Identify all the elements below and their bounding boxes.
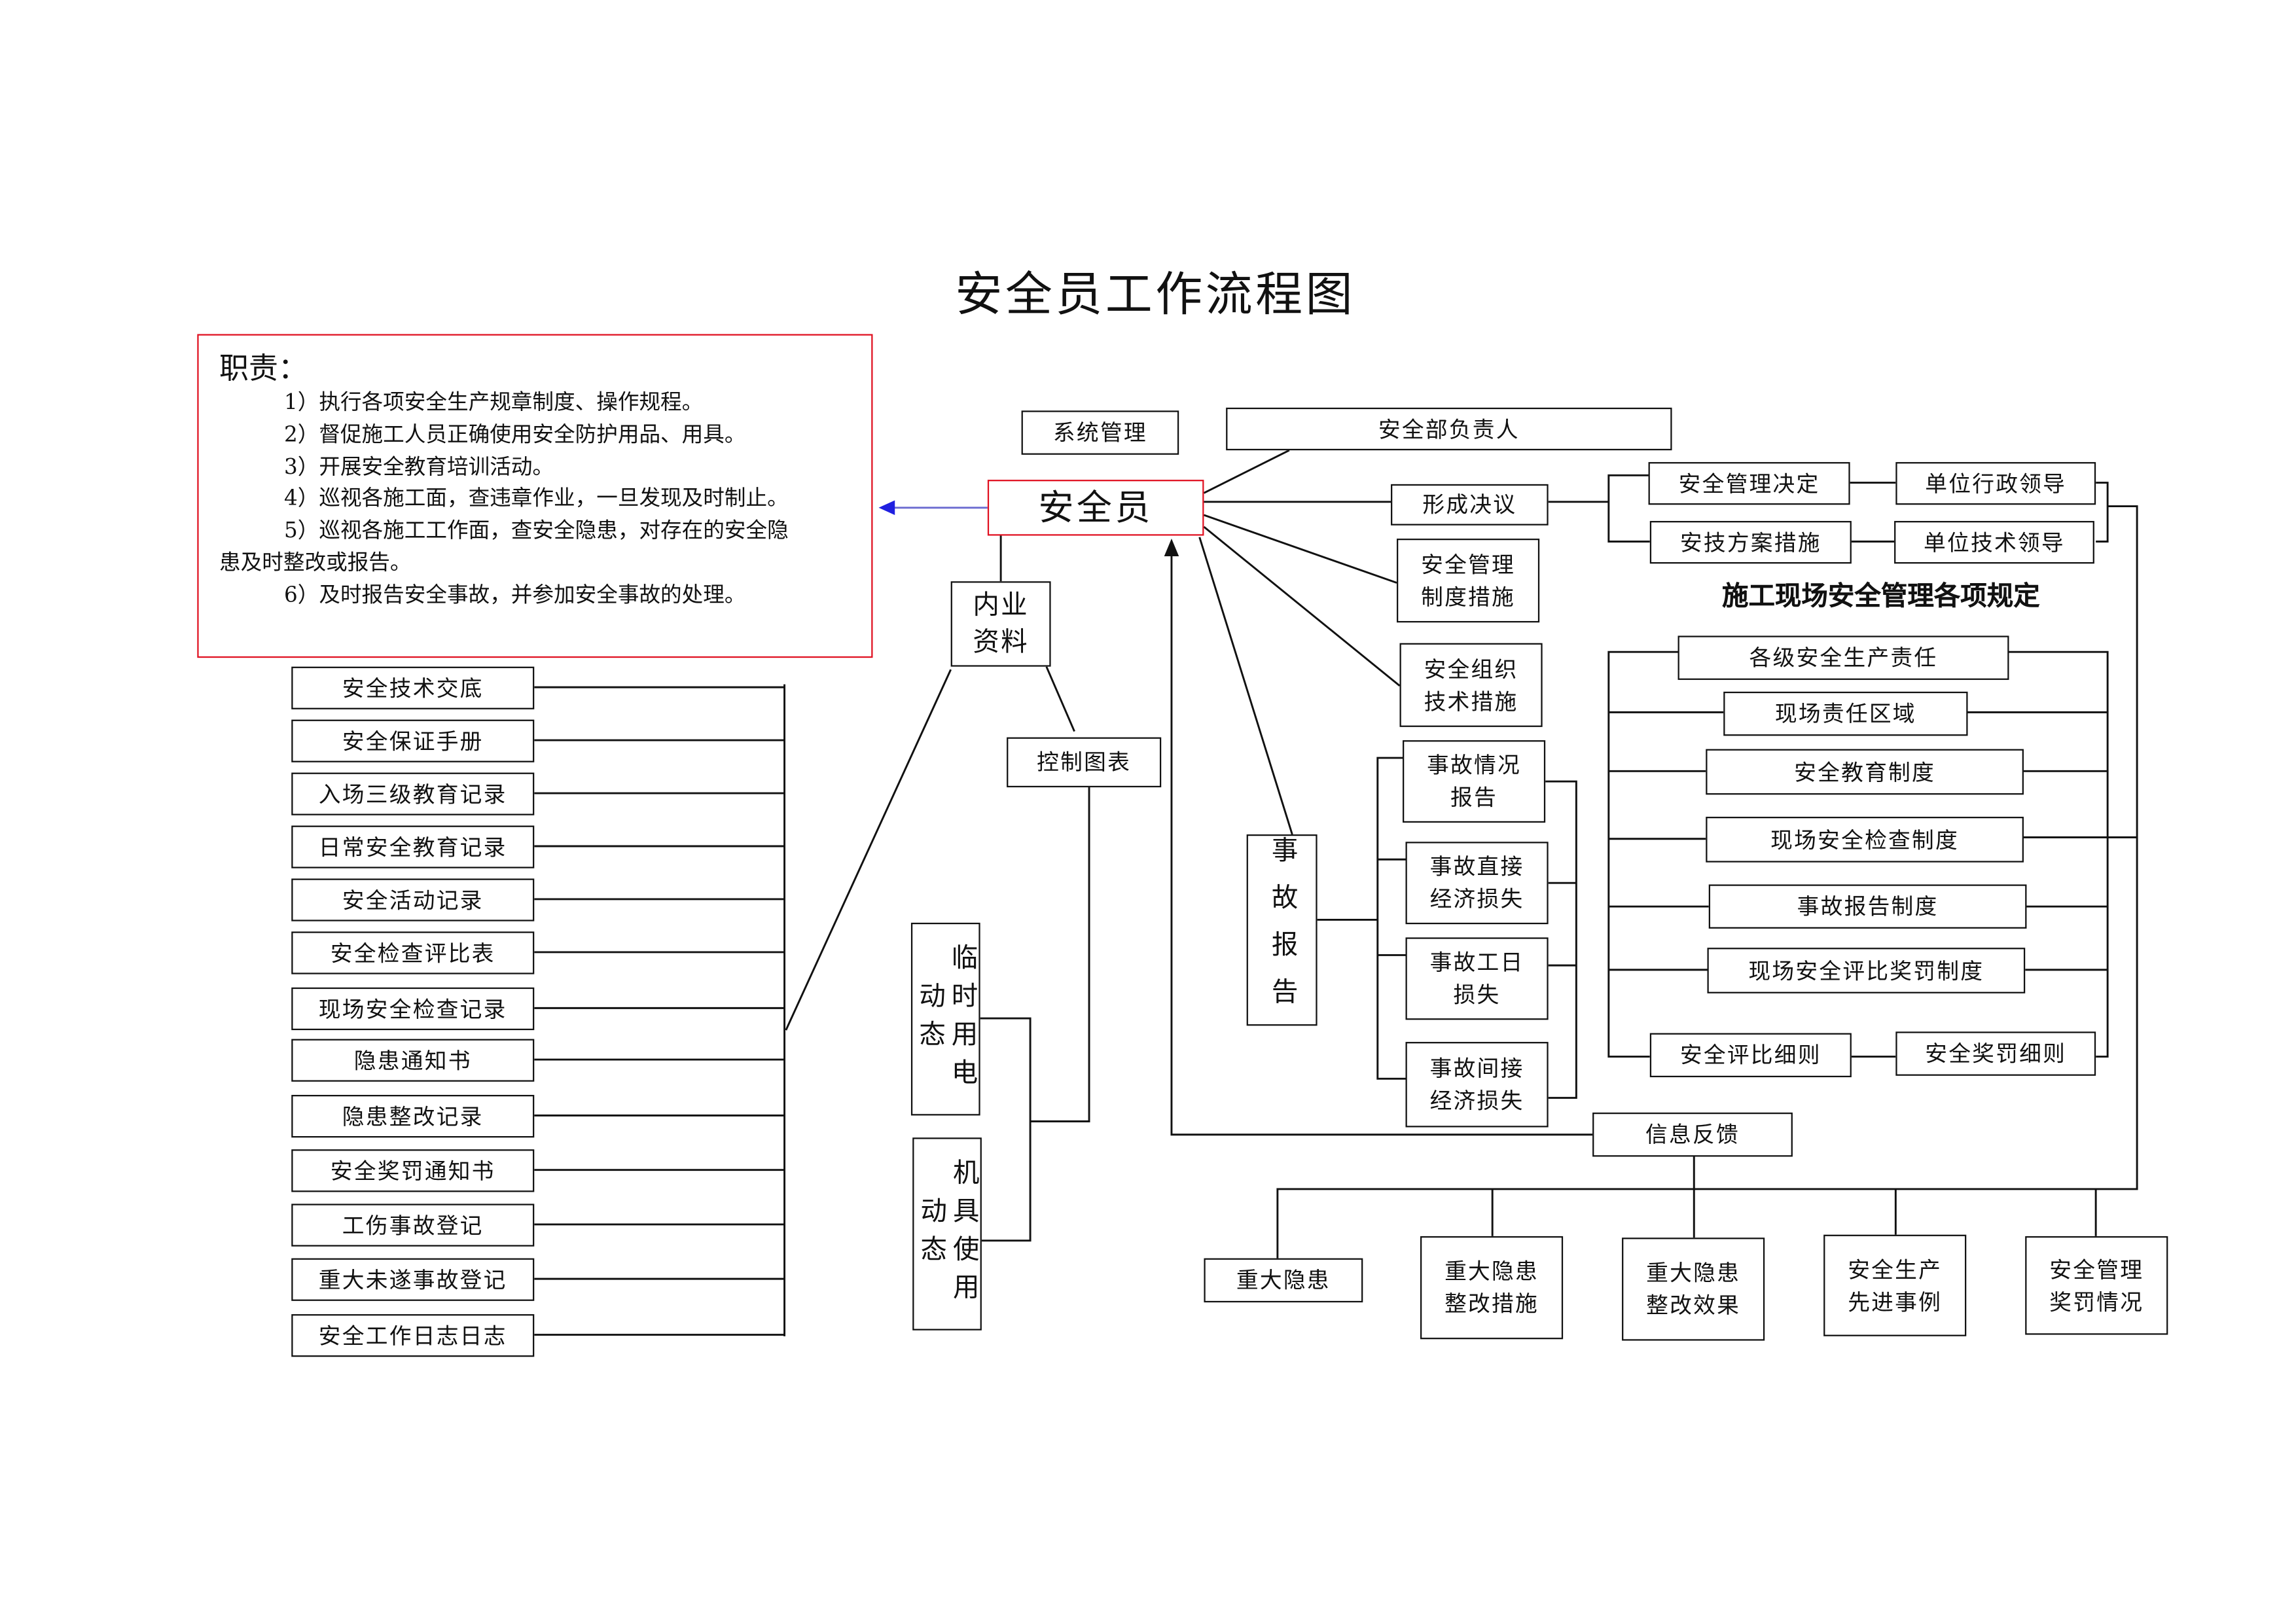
temp-power-box: 临时用电动态 xyxy=(910,922,980,1116)
label: 事故工日 xyxy=(1429,949,1524,976)
label: 安全奖罚通知书 xyxy=(330,1157,495,1185)
record-box: 安全工作日志日志 xyxy=(291,1314,535,1357)
label: 安全工作日志日志 xyxy=(318,1322,507,1349)
label: 安全活动记录 xyxy=(342,886,484,914)
accident-item-box: 事故情况报告 xyxy=(1403,740,1546,823)
record-box: 重大未遂事故登记 xyxy=(291,1258,535,1301)
label: 资料 xyxy=(973,626,1029,658)
duty-item: 患及时整改或报告。 xyxy=(219,552,412,576)
label: 隐患整改记录 xyxy=(342,1103,484,1130)
reg-box: 各级安全生产责任 xyxy=(1677,635,2009,680)
regs-heading: 施工现场安全管理各项规定 xyxy=(1721,581,2040,613)
label: 入场三级教育记录 xyxy=(318,780,507,808)
label: 制度措施 xyxy=(1421,583,1516,611)
dept-head-box: 安全部负责人 xyxy=(1226,407,1672,451)
internal-docs-box: 内业资料 xyxy=(950,581,1051,667)
label: 工伤事故登记 xyxy=(342,1211,484,1239)
duty-item: 1）执行各项安全生产规章制度、操作规程。 xyxy=(283,391,704,416)
bottom-box: 安全管理奖罚情况 xyxy=(2025,1236,2168,1335)
reg-box: 事故报告制度 xyxy=(1708,884,2027,929)
machine-use-box: 机具使用动态 xyxy=(912,1137,982,1330)
tech-leader-box: 单位技术领导 xyxy=(1894,521,2094,564)
label: 日常安全教育记录 xyxy=(318,833,507,861)
label: 事故情况 xyxy=(1427,752,1522,779)
duty-item: 4）巡视各施工面，查违章作业，一旦发现及时制止。 xyxy=(283,488,789,512)
label: 整改措施 xyxy=(1444,1291,1539,1317)
label: 隐患通知书 xyxy=(353,1046,472,1074)
org-measures-box: 安全组织技术措施 xyxy=(1399,643,1543,727)
record-box: 现场安全检查记录 xyxy=(291,987,535,1031)
label: 安全技术交底 xyxy=(342,675,484,702)
bottom-box: 安全生产先进事例 xyxy=(1823,1234,1967,1336)
duty-item: 6）及时报告安全事故，并参加安全事故的处理。 xyxy=(283,584,746,608)
label: 先进事例 xyxy=(1848,1288,1943,1315)
duty-item: 3）开展安全教育培训活动。 xyxy=(283,455,554,480)
accident-report-box: 事故报告 xyxy=(1246,834,1318,1026)
label: 安全管理 xyxy=(1421,551,1516,578)
record-box: 入场三级教育记录 xyxy=(291,772,535,815)
label: 奖罚情况 xyxy=(2049,1288,2144,1315)
record-box: 安全奖罚通知书 xyxy=(291,1149,535,1192)
label: 内业 xyxy=(973,590,1029,621)
duties-box: 职责： 1）执行各项安全生产规章制度、操作规程。 2）督促施工人员正确使用安全防… xyxy=(197,334,873,658)
label: 经济损失 xyxy=(1429,885,1524,913)
reg-box: 现场安全检查制度 xyxy=(1706,817,2024,863)
label: 技术措施 xyxy=(1424,688,1518,715)
label: 现场安全检查记录 xyxy=(318,995,507,1022)
reg-box: 安全教育制度 xyxy=(1706,749,2024,795)
page-title: 安全员工作流程图 xyxy=(955,266,1356,323)
label: 经济损失 xyxy=(1429,1087,1524,1115)
label: 重大隐患 xyxy=(1444,1258,1539,1285)
label: 重大未遂事故登记 xyxy=(318,1266,507,1293)
label: 事故直接 xyxy=(1429,853,1524,880)
control-charts-box: 控制图表 xyxy=(1007,737,1162,788)
label: 重大隐患 xyxy=(1646,1259,1741,1287)
bottom-box: 重大隐患整改效果 xyxy=(1622,1238,1765,1341)
label: 安全保证手册 xyxy=(342,727,484,755)
record-box: 安全检查评比表 xyxy=(291,931,535,974)
accident-item-box: 事故间接经济损失 xyxy=(1405,1042,1549,1128)
decision-box: 安全管理决定 xyxy=(1648,462,1850,505)
admin-leader-box: 单位行政领导 xyxy=(1895,462,2096,505)
resolution-box: 形成决议 xyxy=(1391,484,1549,526)
accident-item-box: 事故工日损失 xyxy=(1405,937,1549,1020)
label: 重大隐患 xyxy=(1236,1267,1331,1294)
plan-box: 安技方案措施 xyxy=(1649,521,1852,564)
bottom-box: 重大隐患整改措施 xyxy=(1420,1236,1564,1340)
label: 事故间接 xyxy=(1429,1055,1524,1082)
reg-box: 现场责任区域 xyxy=(1723,691,1968,736)
label: 报告 xyxy=(1450,784,1498,812)
feedback-box: 信息反馈 xyxy=(1592,1113,1793,1157)
reg-box: 现场安全评比奖罚制度 xyxy=(1707,948,2026,993)
record-box: 隐患通知书 xyxy=(291,1039,535,1082)
record-box: 工伤事故登记 xyxy=(291,1204,535,1247)
reward-rules-box: 安全奖罚细则 xyxy=(1895,1031,2096,1076)
arrow-left-icon xyxy=(878,500,895,516)
record-box: 安全技术交底 xyxy=(291,666,535,709)
label: 安全组织 xyxy=(1424,655,1518,683)
safety-officer-box: 安全员 xyxy=(987,480,1204,536)
label: 安全检查评比表 xyxy=(330,939,495,967)
duties-heading: 职责： xyxy=(219,350,308,386)
label: 安全管理 xyxy=(2049,1256,2144,1283)
record-box: 安全活动记录 xyxy=(291,878,535,921)
duty-item: 2）督促施工人员正确使用安全防护用品、用具。 xyxy=(283,423,746,448)
mgmt-measures-box: 安全管理制度措施 xyxy=(1397,539,1540,623)
record-box: 日常安全教育记录 xyxy=(291,825,535,868)
duty-item: 5）巡视各施工工作面，查安全隐患，对存在的安全隐 xyxy=(283,520,789,544)
record-box: 安全保证手册 xyxy=(291,719,535,762)
record-box: 隐患整改记录 xyxy=(291,1095,535,1138)
accident-item-box: 事故直接经济损失 xyxy=(1405,842,1549,925)
system-management-box: 系统管理 xyxy=(1021,410,1179,455)
arrow-up-icon xyxy=(1164,539,1179,557)
label: 安全生产 xyxy=(1848,1256,1943,1283)
rating-rules-box: 安全评比细则 xyxy=(1649,1033,1852,1078)
label: 损失 xyxy=(1453,981,1501,1008)
bottom-box: 重大隐患 xyxy=(1204,1258,1363,1303)
label: 整改效果 xyxy=(1646,1292,1741,1319)
